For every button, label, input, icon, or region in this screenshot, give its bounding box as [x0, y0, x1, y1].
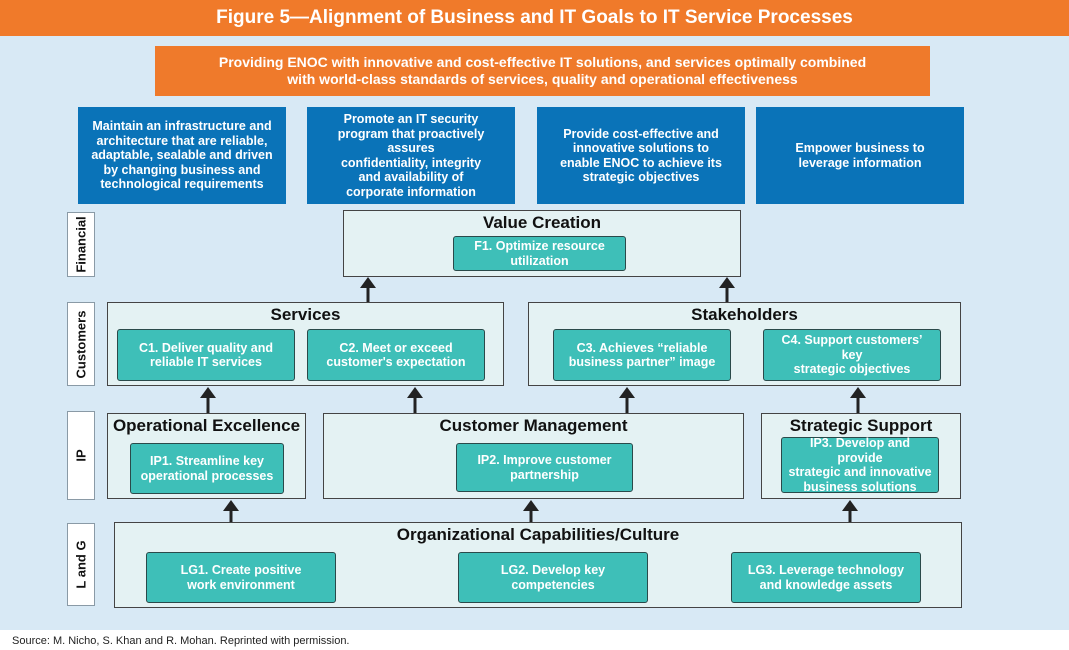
perspective-customers: Customers [67, 302, 95, 386]
arrowhead-org-to-opex [223, 500, 239, 511]
objective-ip3: IP3. Develop and provide strategic and i… [781, 436, 939, 494]
objective-c4: C4. Support customers’ key strategic obj… [763, 329, 941, 381]
arrowhead-strategic-to-c4 [850, 387, 866, 398]
group-value-creation-title: Value Creation [482, 213, 602, 232]
objective-lg1: LG1. Create positive work environment [146, 552, 336, 603]
goal-security: Promote an IT security program that proa… [307, 107, 515, 204]
arrowhead-services-to-value [360, 277, 376, 288]
arrowhead-custmgmt-to-c2 [407, 387, 423, 398]
arrowhead-custmgmt-to-c3 [619, 387, 635, 398]
group-stakeholders-title: Stakeholders [691, 305, 798, 324]
arrowhead-opex-to-c1 [200, 387, 216, 398]
objective-c2: C2. Meet or exceed customer's expectatio… [307, 329, 485, 381]
objective-c3: C3. Achieves “reliable business partner”… [553, 329, 731, 381]
group-org-capabilities-title: Organizational Capabilities/Culture [396, 525, 680, 544]
objective-lg3: LG3. Leverage technology and knowledge a… [731, 552, 921, 603]
perspective-lg: L and G [67, 523, 95, 606]
objective-lg2: LG2. Develop key competencies [458, 552, 648, 603]
mission-statement: Providing ENOC with innovative and cost-… [155, 46, 930, 96]
figure-title: Figure 5—Alignment of Business and IT Go… [0, 0, 1069, 36]
group-customer-management-title: Customer Management [439, 416, 628, 435]
group-services-title: Services [270, 305, 341, 324]
perspective-financial: Financial [67, 212, 95, 277]
perspective-ip: IP [67, 411, 95, 500]
goal-cost-effective: Provide cost-effective and innovative so… [537, 107, 745, 204]
group-strategic-support-title: Strategic Support [789, 416, 933, 435]
objective-c1: C1. Deliver quality and reliable IT serv… [117, 329, 295, 381]
group-operational-excellence-title: Operational Excellence [112, 416, 301, 435]
objective-ip2: IP2. Improve customer partnership [456, 443, 633, 492]
goal-empower-business: Empower business to leverage information [756, 107, 964, 204]
arrowhead-org-to-custmgmt [523, 500, 539, 511]
objective-f1: F1. Optimize resource utilization [453, 236, 626, 271]
goal-infrastructure: Maintain an infrastructure and architect… [78, 107, 286, 204]
arrowhead-stakeholders-to-value [719, 277, 735, 288]
arrowhead-org-to-strategic [842, 500, 858, 511]
source-note: Source: M. Nicho, S. Khan and R. Mohan. … [12, 635, 350, 647]
objective-ip1: IP1. Streamline key operational processe… [130, 443, 284, 494]
